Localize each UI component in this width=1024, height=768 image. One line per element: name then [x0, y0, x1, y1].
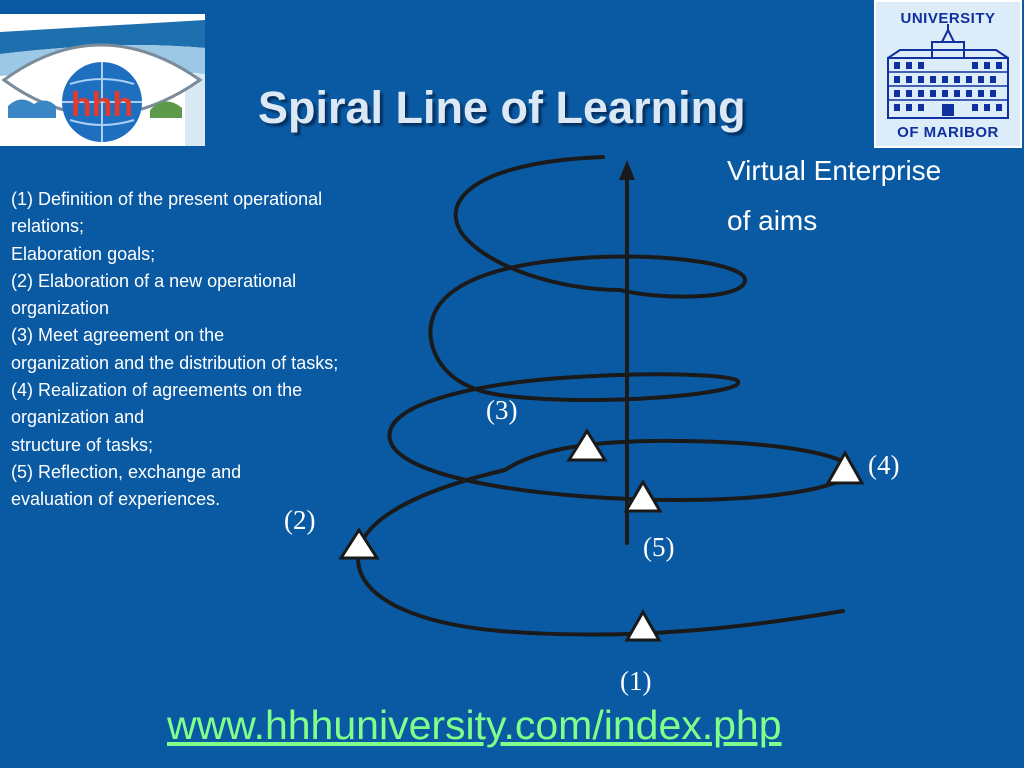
step-line: structure of tasks;: [11, 434, 154, 455]
step-line: relations;: [11, 216, 85, 237]
hhh-logo: hhh: [0, 14, 205, 146]
hhh-logo-text: hhh: [71, 86, 133, 124]
step-line: Elaboration goals;: [11, 243, 156, 264]
stage-label-3: (3): [486, 395, 518, 425]
stage-4-triangle: [825, 449, 865, 485]
steps-list: (1) Definition of the present operationa…: [11, 186, 431, 514]
spiral-loop-1: [355, 468, 845, 637]
step-line: organization and the distribution of tas…: [11, 352, 339, 373]
stage-3-triangle: [566, 428, 608, 462]
spiral-loop-3: [428, 254, 748, 403]
stage-label-4: (4): [868, 450, 900, 480]
step-line: (2) Elaboration of a new operational: [11, 270, 297, 291]
website-link[interactable]: www.hhhuniversity.com/index.php: [167, 702, 782, 748]
university-of-maribor-logo: UNIVERSITY OF MARIBOR: [874, 0, 1022, 148]
step-line: (3) Meet agreement on the: [11, 325, 225, 346]
step-line: organization: [11, 298, 110, 319]
stage-label-2: (2): [284, 505, 316, 535]
step-line: (4) Realization of agreements on the: [11, 380, 303, 401]
university-logo-bottom-text: OF MARIBOR: [897, 124, 999, 141]
step-line: organization and: [11, 407, 145, 428]
stage-2-triangle: [338, 527, 380, 560]
stage-5-triangle: [623, 479, 663, 513]
university-logo-top-text: UNIVERSITY: [900, 10, 996, 27]
step-line: evaluation of experiences.: [11, 489, 221, 510]
step-line: (5) Reflection, exchange and: [11, 461, 242, 482]
slide-title: Spiral Line of Learning: [258, 82, 746, 133]
stage-1-triangle: [624, 608, 662, 642]
virtual-enterprise-line-2: of aims: [727, 205, 818, 236]
vertical-axis-arrowhead: [619, 160, 635, 180]
virtual-enterprise-line-1: Virtual Enterprise: [727, 155, 942, 186]
university-building-icon: [887, 24, 1009, 119]
stage-label-1: (1): [620, 666, 652, 696]
step-line: (1) Definition of the present operationa…: [11, 189, 323, 209]
spiral-loop-4: [453, 155, 622, 292]
hhh-logo-graphic: hhh: [0, 14, 205, 146]
stage-label-5: (5): [643, 532, 675, 562]
